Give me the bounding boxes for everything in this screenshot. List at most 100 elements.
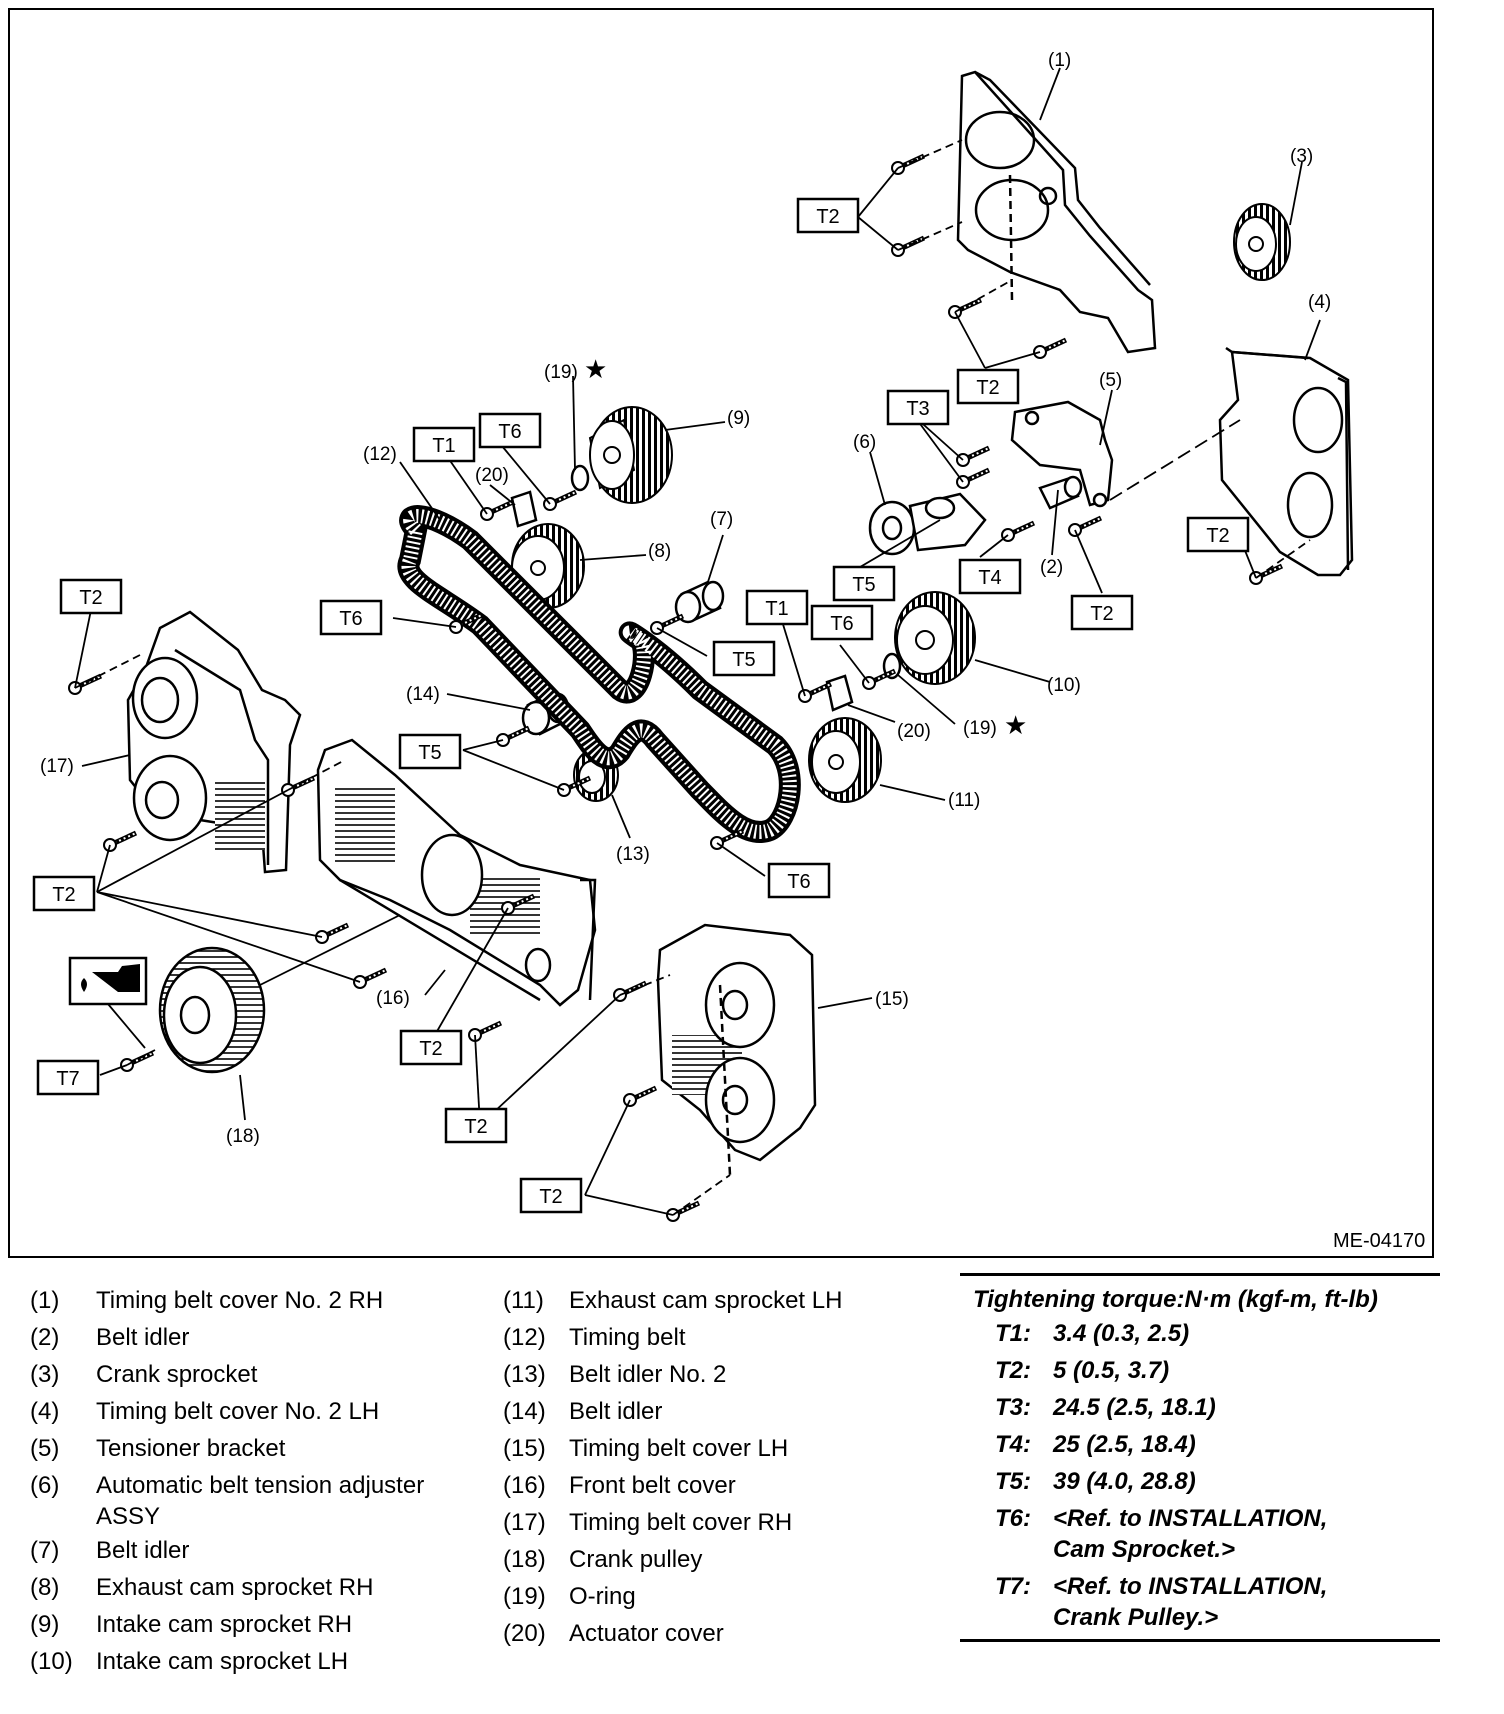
legend-num: (2)	[30, 1324, 60, 1351]
legend-item: (12) Timing belt	[503, 1319, 954, 1356]
torque-row: T4:25 (2.5, 18.4)	[995, 1429, 1440, 1460]
legend-text: Timing belt	[569, 1324, 686, 1351]
legend-text: Intake cam sprocket RH	[96, 1611, 353, 1638]
torque-row: T1:3.4 (0.3, 2.5)	[995, 1318, 1440, 1349]
exploded-view-diagram: (1) (3) (4) (5) (6) (2) (7) (8) (9) (19)…	[32, 50, 1354, 1270]
tag-t6-lh	[810, 604, 874, 641]
legend-item: (1)Timing belt cover No. 2 RH	[30, 1282, 481, 1319]
legend-item: (15)Timing belt cover LH	[503, 1430, 954, 1467]
callout-20-lh: (20)	[897, 721, 931, 742]
tag-t2-top	[796, 197, 860, 234]
legend-num: (5)	[30, 1435, 60, 1462]
legend-num: (12)	[503, 1324, 546, 1351]
svg-text:T7: T7	[56, 1068, 79, 1090]
tag-t2-left	[59, 578, 123, 615]
callout-5: (5)	[1099, 370, 1122, 391]
legend-num: (19)	[503, 1583, 546, 1610]
torque-code: T5:	[995, 1468, 1031, 1495]
tag-t5-idler	[712, 640, 776, 677]
legend-text: Timing belt cover LH	[569, 1435, 789, 1462]
tag-t2-bkt	[1070, 594, 1134, 631]
callout-4: (4)	[1308, 292, 1331, 313]
legend-num: (13)	[503, 1361, 546, 1388]
callout-14: (14)	[406, 684, 440, 705]
callout-12: (12)	[363, 444, 397, 465]
timing-belt-cover-no2-rh	[956, 70, 1157, 354]
legend-text: Belt idler	[96, 1324, 190, 1351]
callout-1: (1)	[1048, 50, 1071, 71]
callout-15: (15)	[875, 989, 909, 1010]
callout-13: (13)	[616, 844, 650, 865]
legend-item: (7) Belt idler	[30, 1532, 481, 1569]
actuator-cover-rh	[510, 490, 538, 528]
legend-text: Belt idler	[96, 1537, 190, 1564]
svg-text:T2: T2	[52, 884, 75, 906]
legend-item: (13)Belt idler No. 2	[503, 1356, 954, 1393]
legend-text: Tensioner bracket	[96, 1435, 286, 1462]
legend-num: (9)	[30, 1611, 60, 1638]
svg-text:T6: T6	[339, 608, 362, 630]
legend-item: (4) Timing belt cover No. 2 LH	[30, 1393, 481, 1430]
callout-7: (7)	[710, 509, 733, 530]
tag-t4	[958, 558, 1022, 595]
legend-item: (8)Exhaust cam sprocket RH	[30, 1569, 481, 1606]
leader-lines	[74, 67, 1321, 1216]
legend-num: (20)	[503, 1620, 546, 1647]
tag-t3	[886, 389, 950, 426]
svg-text:T4: T4	[978, 567, 1001, 589]
actuator-cover-lh	[825, 674, 854, 712]
legend-num: (17)	[503, 1509, 546, 1536]
torque-row: T6:<Ref. to INSTALLATION, Cam Sprocket.>	[995, 1503, 1440, 1565]
belt-idler-2	[1038, 475, 1083, 510]
legend-text: Timing belt cover RH	[569, 1509, 793, 1536]
legend-num: (16)	[503, 1472, 546, 1499]
legend-item: (6)Automatic belt tension adjuster ASSY	[30, 1467, 481, 1532]
torque-code: T3:	[995, 1394, 1031, 1421]
svg-text:T6: T6	[830, 613, 853, 635]
torque-value: 25 (2.5, 18.4)	[1053, 1431, 1196, 1458]
tag-t1-lh	[745, 589, 809, 626]
legend-text: Timing belt cover No. 2 LH	[96, 1398, 380, 1425]
svg-text:T1: T1	[432, 435, 455, 457]
tag-t2-mid	[956, 368, 1020, 405]
legend-text: Intake cam sprocket LH	[96, 1648, 349, 1675]
legend-num: (4)	[30, 1398, 60, 1425]
legend-num: (14)	[503, 1398, 546, 1425]
legend-text: Exhaust cam sprocket RH	[96, 1574, 374, 1601]
callout-11: (11)	[948, 790, 980, 811]
svg-text:T5: T5	[852, 574, 875, 596]
svg-text:T2: T2	[419, 1038, 442, 1060]
legend-num: (18)	[503, 1546, 546, 1573]
o-ring-rh	[570, 464, 590, 492]
tag-t2-front	[399, 1029, 463, 1066]
torque-row: T5:39 (4.0, 28.8)	[995, 1466, 1440, 1497]
torque-code: T7:	[995, 1573, 1031, 1600]
svg-text:T2: T2	[464, 1116, 487, 1138]
callout-19-lh: (19)	[963, 718, 997, 739]
legend-num: (10)	[30, 1648, 73, 1675]
legend-item: (9) Intake cam sprocket RH	[30, 1606, 481, 1643]
torque-code: T6:	[995, 1505, 1031, 1532]
legend-num: (7)	[30, 1537, 60, 1564]
callout-10: (10)	[1047, 675, 1081, 696]
tag-t6-belt	[319, 599, 383, 636]
svg-text:T2: T2	[1206, 525, 1229, 547]
belt-idler-7	[674, 580, 725, 624]
legend-item: (5) Tensioner bracket	[30, 1430, 481, 1467]
legend-text: Actuator cover	[569, 1620, 724, 1647]
torque-value: 5 (0.5, 3.7)	[1053, 1357, 1170, 1384]
torque-code: T1:	[995, 1320, 1031, 1347]
callout-6: (6)	[853, 432, 876, 453]
callout-20-rh: (20)	[475, 465, 509, 486]
legend-item: (18) Crank pulley	[503, 1541, 954, 1578]
timing-belt-cover-lh	[656, 923, 817, 1176]
svg-text:T2: T2	[539, 1186, 562, 1208]
legend-item: (2) Belt idler	[30, 1319, 481, 1356]
o-ring-lh	[882, 652, 902, 680]
torque-row: T3:24.5 (2.5, 18.1)	[995, 1392, 1440, 1423]
legend-text: Automatic belt tension adjuster ASSY	[96, 1472, 425, 1530]
torque-top-rule	[960, 1273, 1440, 1276]
svg-text:T5: T5	[732, 649, 755, 671]
legend-item: (10) Intake cam sprocket LH	[30, 1643, 481, 1680]
legend-text: Crank pulley	[569, 1546, 703, 1573]
